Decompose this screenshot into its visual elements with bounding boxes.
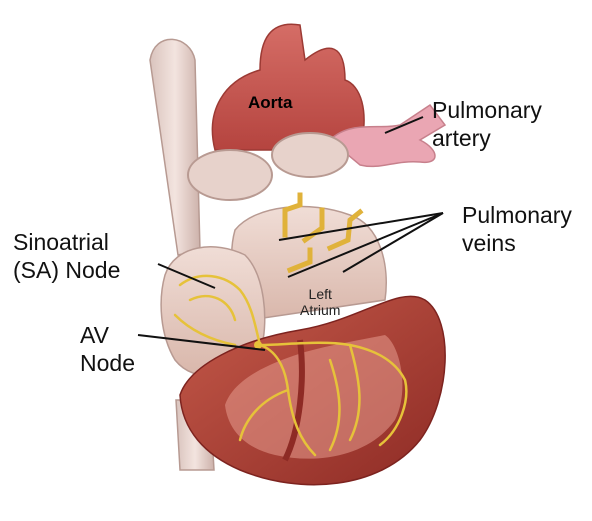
pulmonary-artery-label-line2: artery xyxy=(432,124,542,152)
left-atrium-label: Left Atrium xyxy=(300,286,340,318)
sa-node-label-line2: (SA) Node xyxy=(13,256,120,284)
pulmonary-valve xyxy=(272,133,348,177)
left-atrium-label-line1: Left xyxy=(300,286,340,302)
superior-vena-cava xyxy=(150,39,200,255)
aortic-valve xyxy=(188,150,272,200)
left-atrium-label-line2: Atrium xyxy=(300,302,340,318)
pulmonary-veins-label: Pulmonary veins xyxy=(462,201,572,257)
pulmonary-artery-label: Pulmonary artery xyxy=(432,96,542,152)
av-node-label-line2: Node xyxy=(80,349,135,377)
aorta xyxy=(212,24,364,150)
pulmonary-veins-label-line1: Pulmonary xyxy=(462,201,572,229)
av-node-label-line1: AV xyxy=(80,321,135,349)
sa-node-label: Sinoatrial (SA) Node xyxy=(13,228,120,284)
pulmonary-veins-label-line2: veins xyxy=(462,229,572,257)
pulmonary-artery-label-line1: Pulmonary xyxy=(432,96,542,124)
av-node-marker xyxy=(254,341,262,349)
sa-node-label-line1: Sinoatrial xyxy=(13,228,120,256)
aorta-label: Aorta xyxy=(248,93,292,113)
av-node-label: AV Node xyxy=(80,321,135,377)
